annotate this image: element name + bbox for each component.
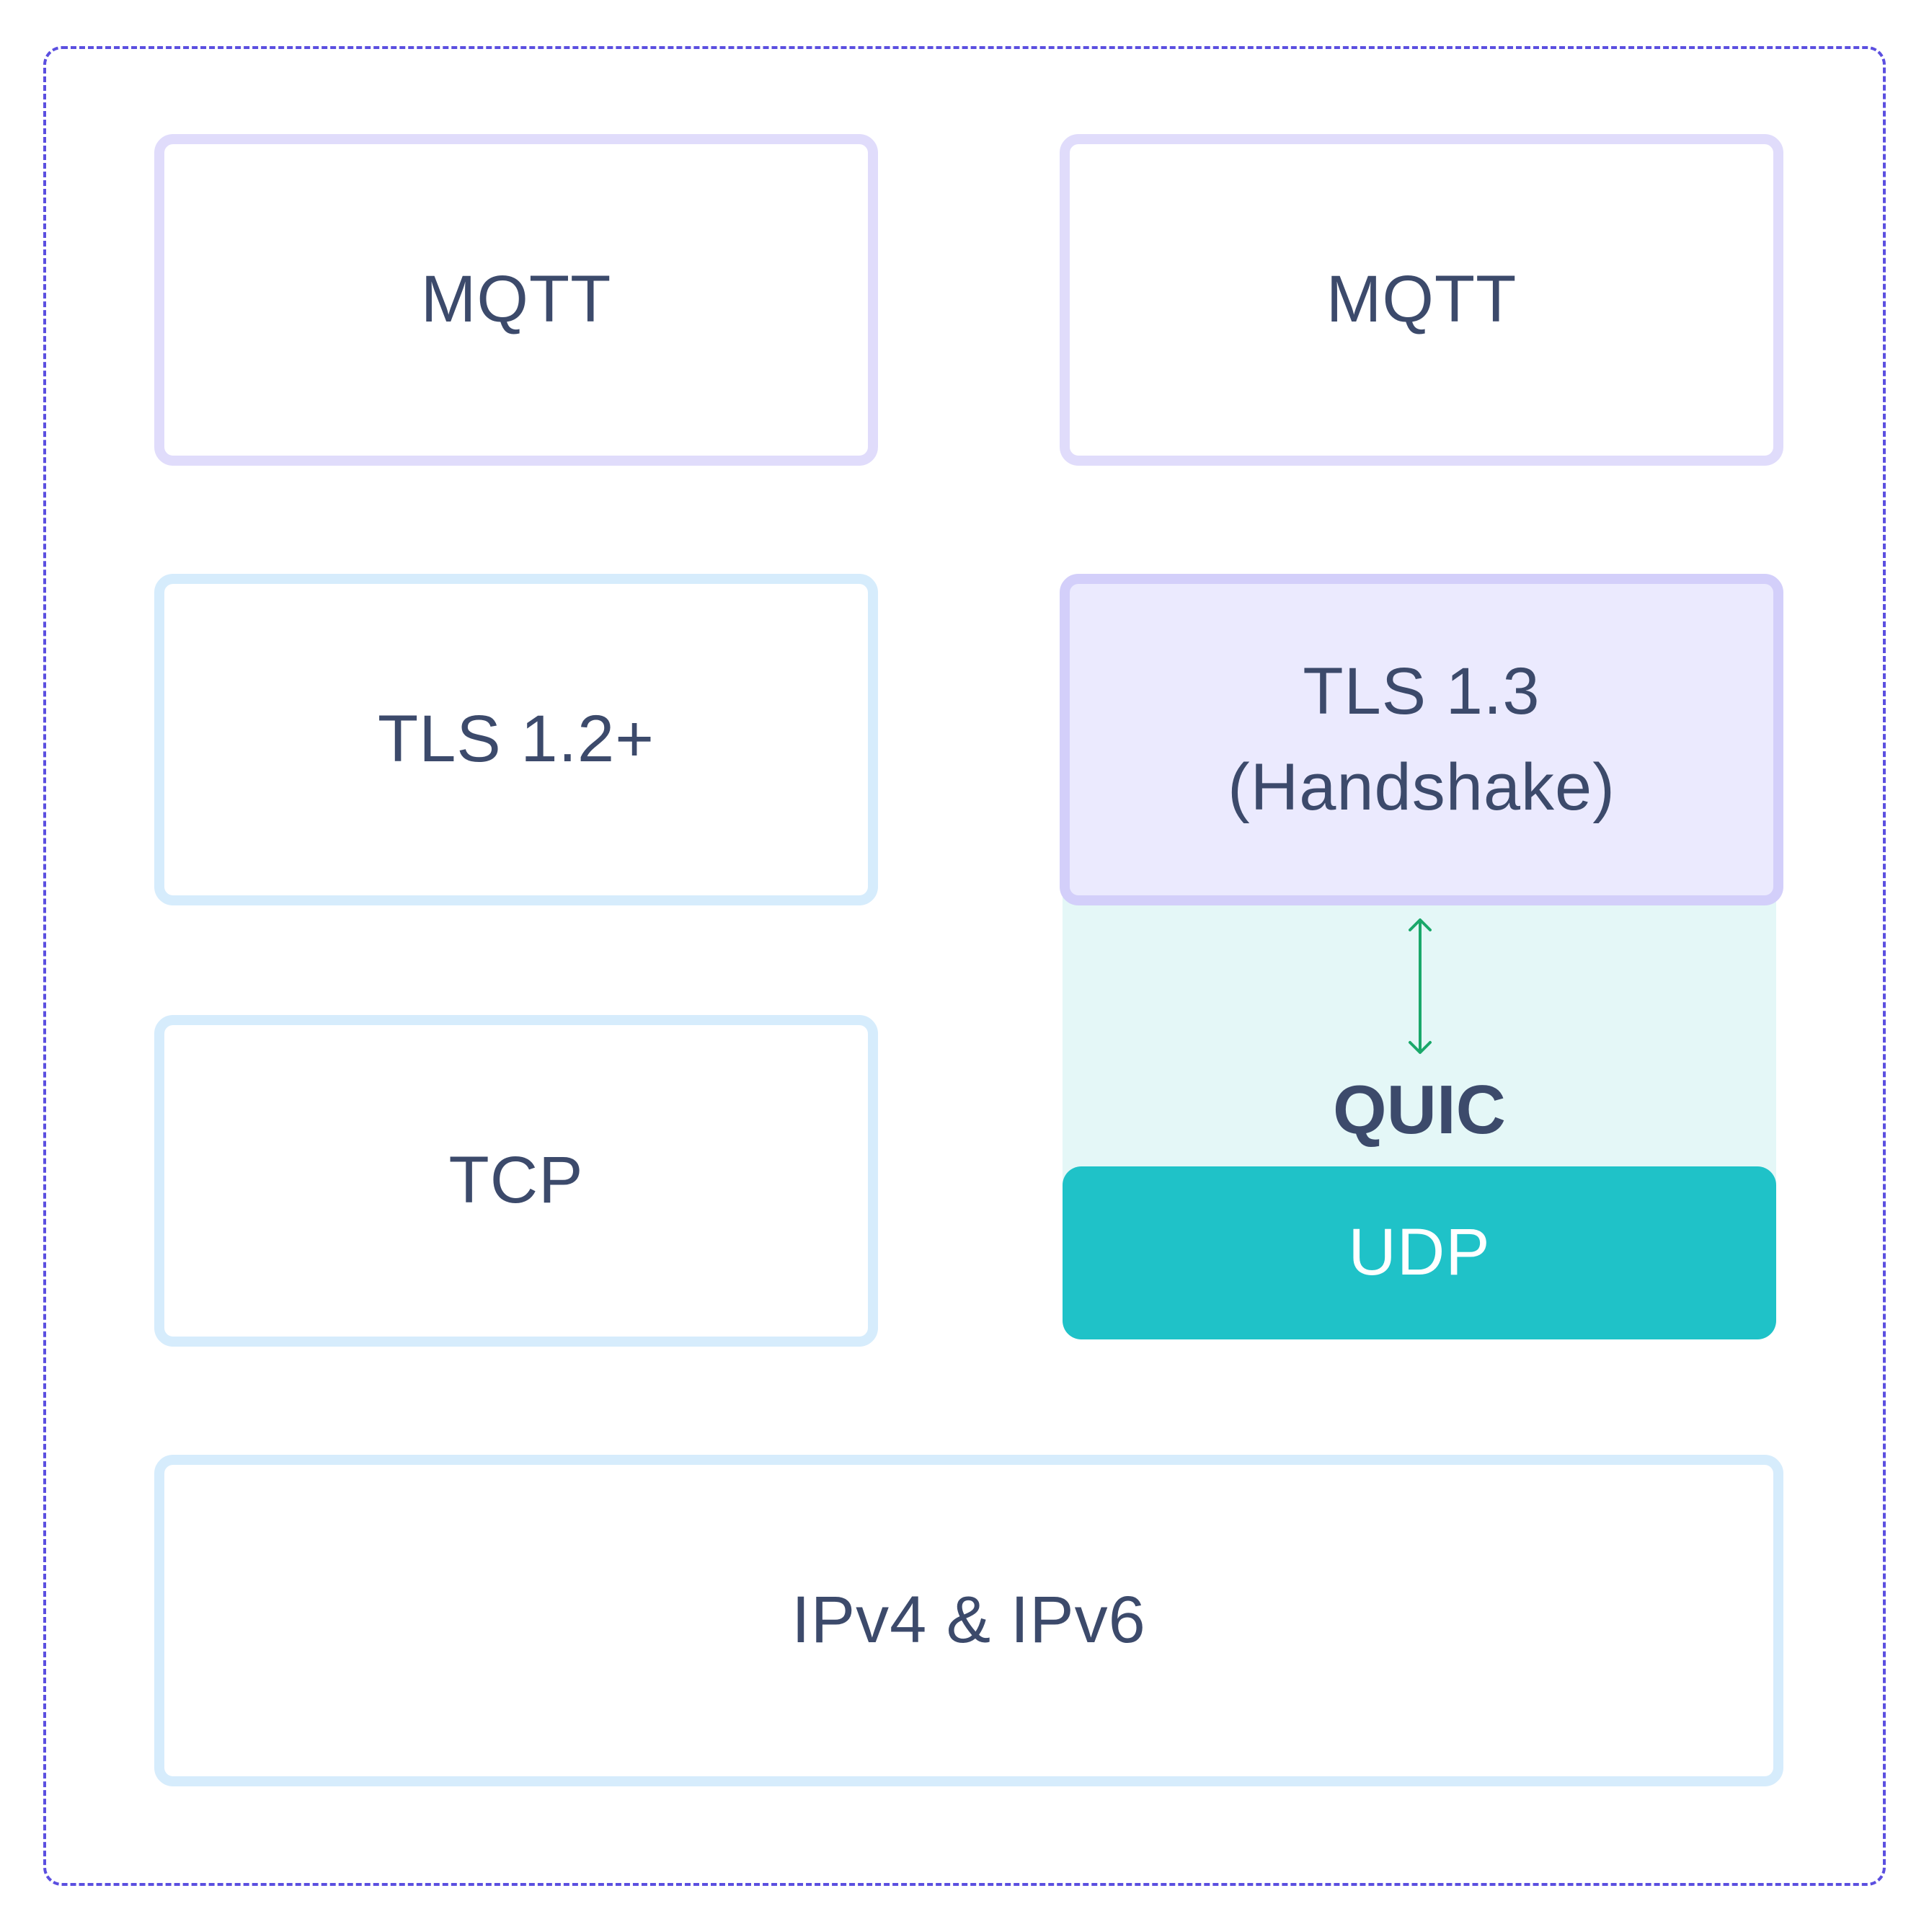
mqtt-label-left: MQTT	[420, 262, 612, 337]
tcp-box: TCP	[154, 1015, 878, 1347]
quic-label: QUIC	[1333, 1071, 1506, 1148]
mqtt-box-left: MQTT	[154, 134, 878, 466]
diagram-frame	[43, 46, 1886, 1886]
tls13-label: TLS 1.3	[1303, 654, 1540, 728]
ip-label: IPv4 & IPv6	[791, 1583, 1146, 1657]
bidirectional-arrow-icon	[1409, 918, 1432, 1054]
tls13-box: TLS 1.3 (Handshake)	[1060, 574, 1783, 905]
handshake-label: (Handshake)	[1228, 750, 1615, 824]
udp-box: UDP	[1063, 1166, 1776, 1339]
ip-box: IPv4 & IPv6	[154, 1455, 1783, 1786]
mqtt-box-right: MQTT	[1060, 134, 1783, 466]
mqtt-label-right: MQTT	[1326, 262, 1517, 337]
tls12-box: TLS 1.2+	[154, 574, 878, 905]
tls12-label: TLS 1.2+	[378, 702, 655, 776]
tcp-label: TCP	[448, 1143, 584, 1218]
udp-label: UDP	[1348, 1215, 1491, 1290]
tls13-text-group: TLS 1.3 (Handshake)	[1228, 644, 1615, 836]
